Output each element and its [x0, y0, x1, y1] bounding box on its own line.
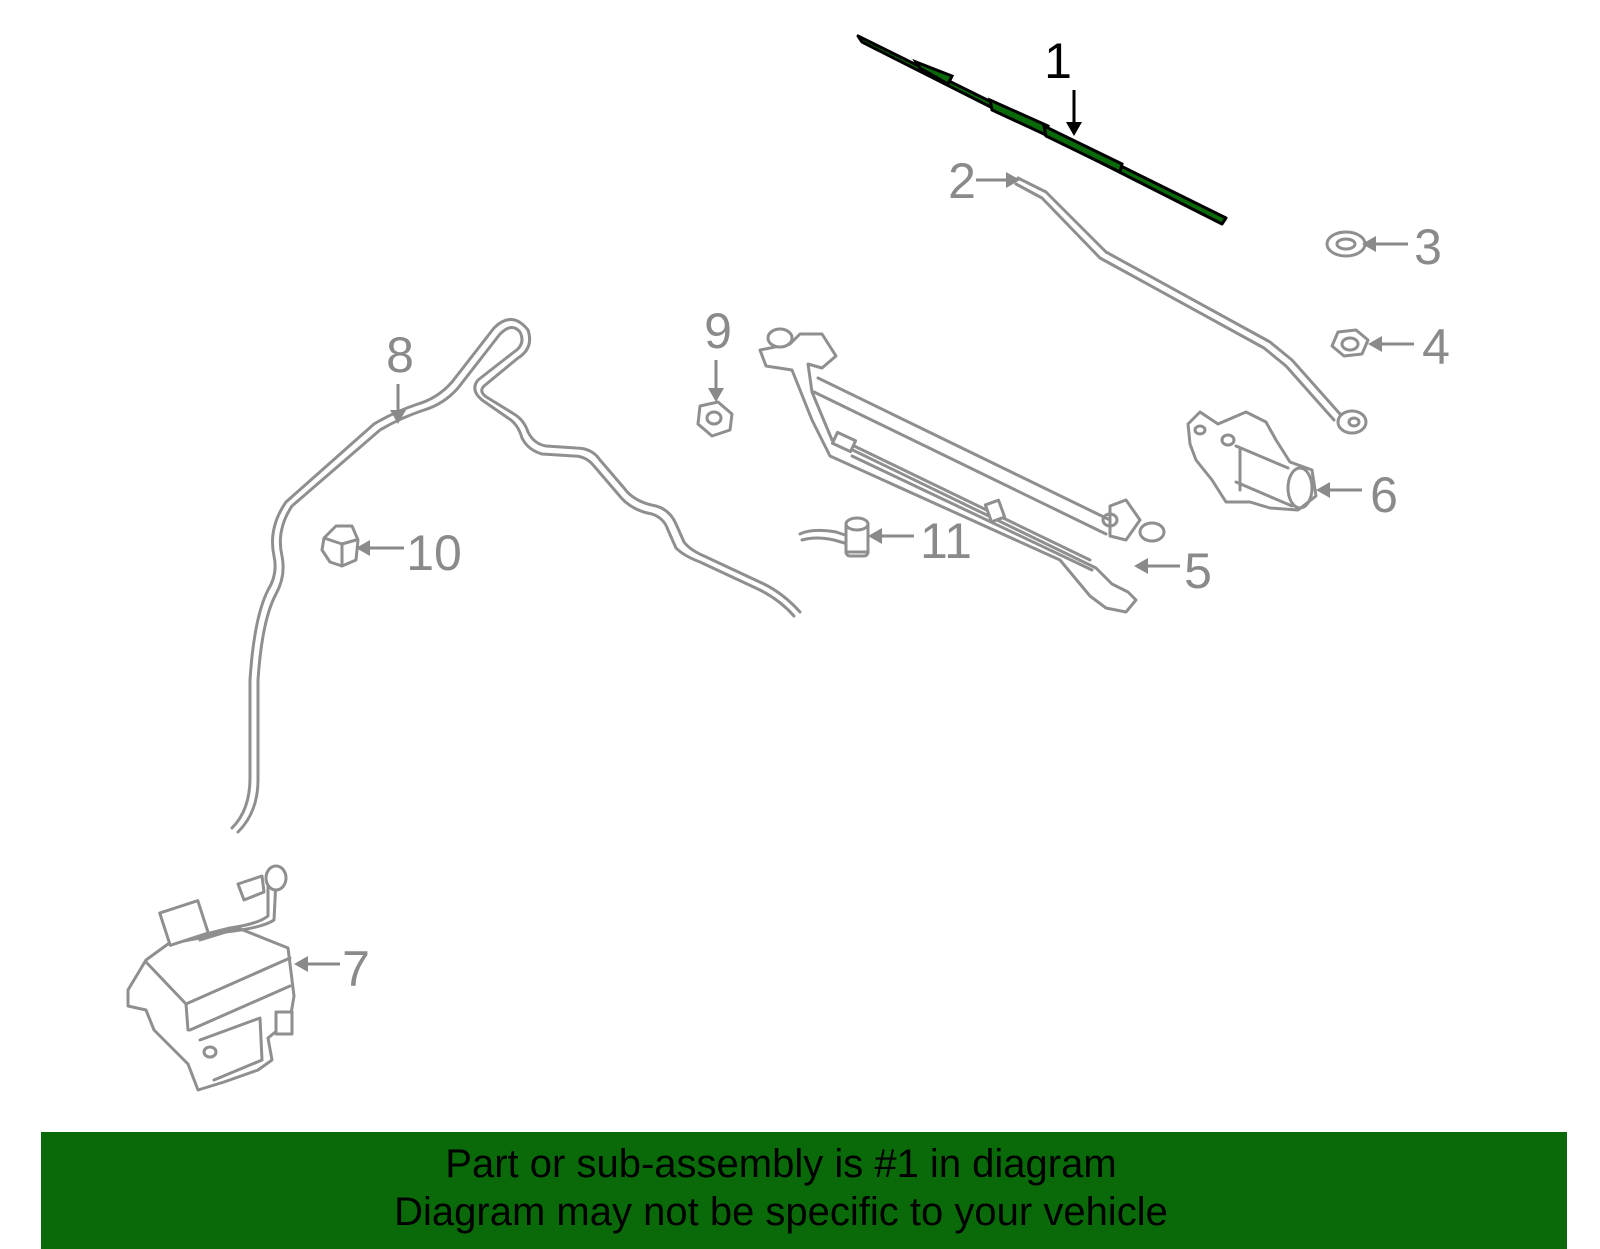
- callout-11: 11: [868, 513, 972, 569]
- svg-text:11: 11: [920, 513, 972, 569]
- callout-4: 4: [1368, 319, 1450, 375]
- info-banner: Part or sub-assembly is #1 in diagram Di…: [41, 1132, 1567, 1249]
- callout-1: 1: [1044, 33, 1082, 136]
- part-9-nut[interactable]: [696, 400, 734, 438]
- callout-8: 8: [386, 327, 414, 424]
- callout-2: 2: [948, 153, 1020, 209]
- svg-text:9: 9: [704, 303, 732, 359]
- banner-line-part-info: Part or sub-assembly is #1 in diagram: [445, 1142, 1117, 1186]
- callout-label-1: 1: [1044, 33, 1072, 89]
- part-10-clip[interactable]: [320, 524, 360, 568]
- svg-text:4: 4: [1422, 319, 1450, 375]
- svg-text:6: 6: [1370, 467, 1398, 523]
- svg-text:10: 10: [406, 525, 462, 581]
- part-4-nut[interactable]: [1330, 328, 1370, 358]
- part-11-washer-nozzle[interactable]: [798, 516, 870, 558]
- svg-text:7: 7: [342, 941, 370, 997]
- part-6-wiper-motor[interactable]: [1186, 410, 1318, 512]
- part-3-washer[interactable]: [1325, 230, 1367, 258]
- part-5-wiper-linkage[interactable]: [758, 327, 1166, 614]
- part-1-wiper-blade[interactable]: [856, 34, 1228, 226]
- part-7-washer-reservoir[interactable]: [126, 864, 296, 1092]
- callout-7: 7: [294, 941, 370, 997]
- part-8-washer-hose[interactable]: [230, 318, 802, 834]
- callout-6: 6: [1316, 467, 1398, 523]
- callout-5: 5: [1134, 543, 1212, 599]
- svg-text:8: 8: [386, 327, 414, 383]
- callout-3: 3: [1362, 219, 1442, 275]
- banner-line-disclaimer: Diagram may not be specific to your vehi…: [394, 1190, 1168, 1234]
- callout-10: 10: [356, 525, 462, 581]
- svg-text:3: 3: [1414, 219, 1442, 275]
- svg-text:2: 2: [948, 153, 976, 209]
- part-2-wiper-arm[interactable]: [1014, 176, 1368, 435]
- svg-text:5: 5: [1184, 543, 1212, 599]
- callout-9: 9: [704, 303, 732, 402]
